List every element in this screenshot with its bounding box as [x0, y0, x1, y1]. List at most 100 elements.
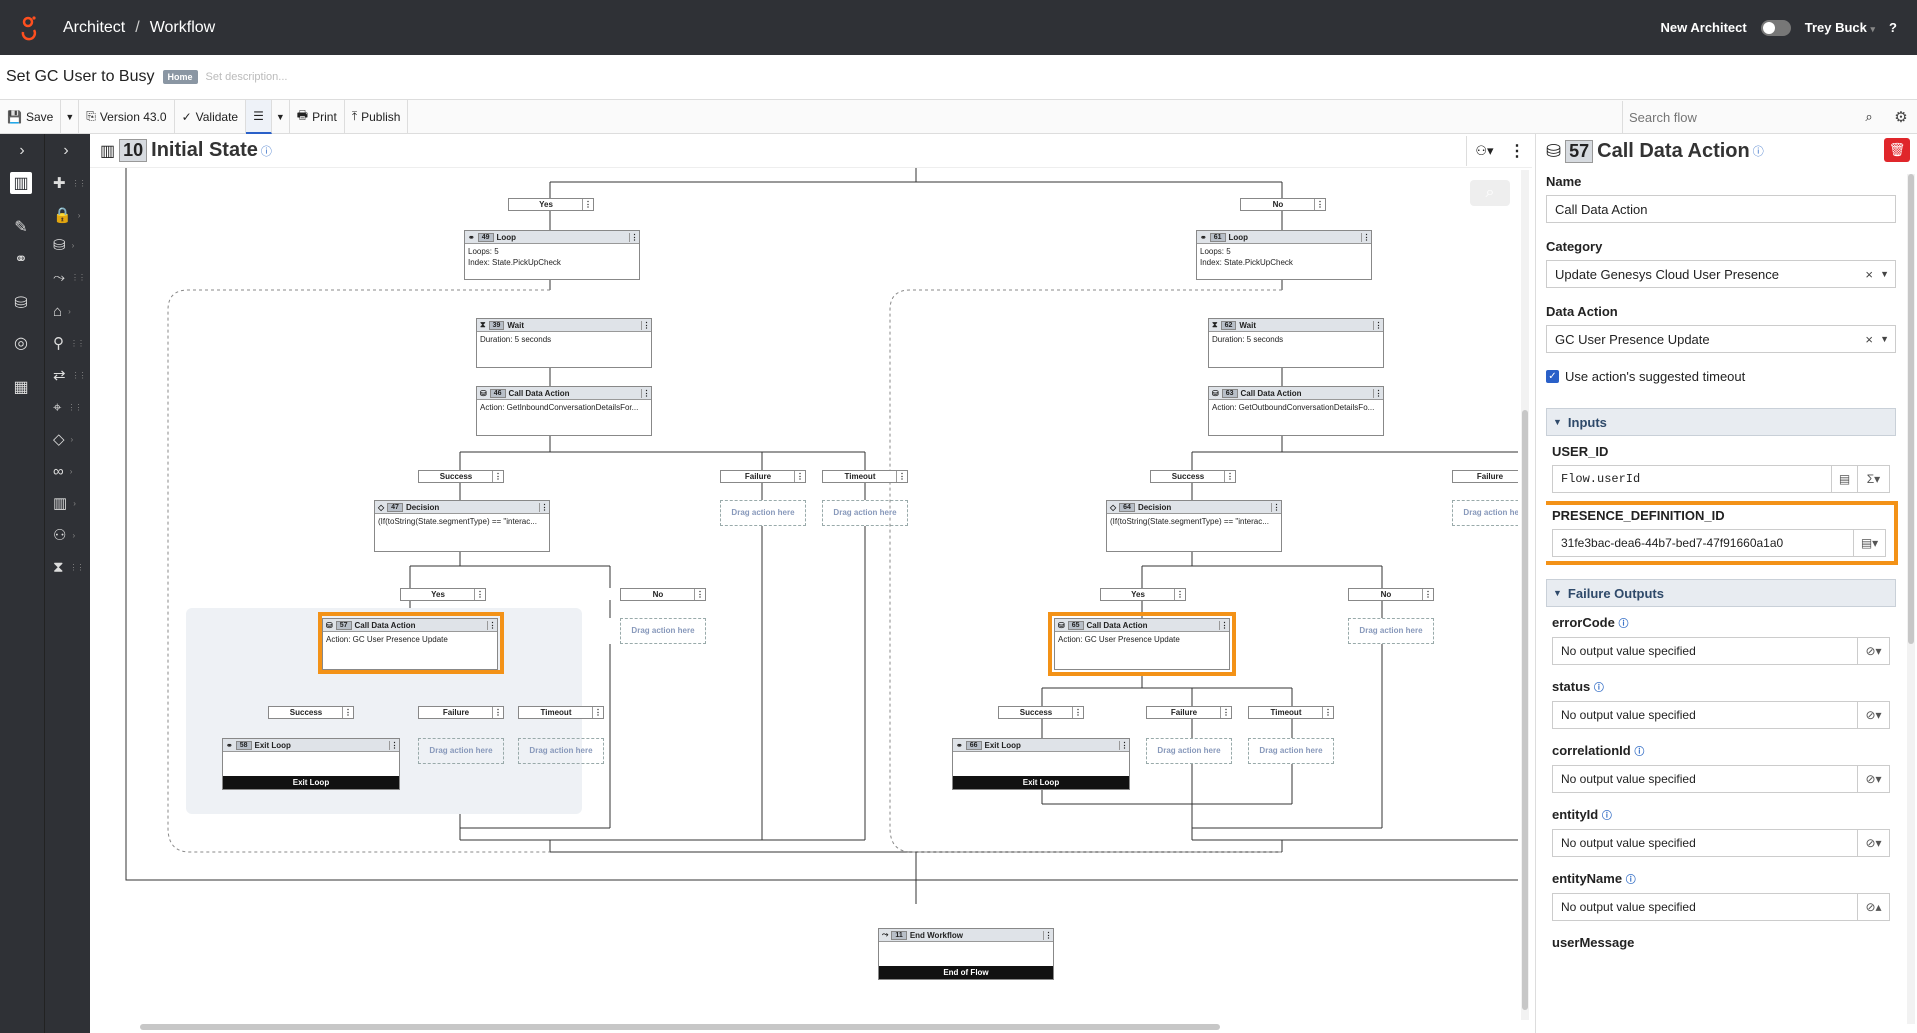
- breadcrumb-architect[interactable]: Architect: [63, 18, 126, 36]
- suggested-timeout-checkbox[interactable]: ✓Use action's suggested timeout: [1546, 369, 1902, 384]
- info-icon[interactable]: ⓘ: [1601, 811, 1612, 822]
- user-id-input[interactable]: Flow.userId▤Σ▾: [1552, 465, 1890, 493]
- drag-action-here[interactable]: Drag action here: [1452, 500, 1518, 526]
- help-icon[interactable]: ?: [1889, 20, 1897, 35]
- drag-action-here[interactable]: Drag action here: [1348, 618, 1434, 644]
- search-icon[interactable]: ⌕: [1865, 109, 1873, 124]
- output-field[interactable]: No output value specified⊘▴: [1552, 893, 1890, 921]
- failure-label[interactable]: Failure: [1146, 706, 1232, 719]
- failure-label[interactable]: Failure: [418, 706, 504, 719]
- no-label[interactable]: No: [1348, 588, 1434, 601]
- success-label[interactable]: Success: [418, 470, 504, 483]
- tool-jump-icon[interactable]: ⌂›: [53, 302, 71, 320]
- kebab-icon[interactable]: ⋮: [487, 620, 497, 630]
- chevron-down-icon[interactable]: ▼: [1880, 269, 1889, 279]
- canvas-horizontal-scrollbar[interactable]: [140, 1024, 1220, 1030]
- help-icon[interactable]: ⓘ: [260, 145, 272, 158]
- info-icon[interactable]: ⓘ: [1593, 683, 1604, 694]
- yes-label[interactable]: Yes: [1100, 588, 1186, 601]
- chevron-down-icon[interactable]: ▼: [1880, 334, 1889, 344]
- info-icon[interactable]: ⓘ: [1634, 747, 1645, 758]
- genesys-logo-icon[interactable]: [15, 14, 43, 42]
- view-dropdown-button[interactable]: ▼: [272, 99, 290, 134]
- lifebuoy-icon[interactable]: ◎: [14, 335, 28, 352]
- kebab-icon[interactable]: ⋮: [389, 740, 399, 750]
- no-value-icon[interactable]: ⊘▾: [1857, 702, 1889, 728]
- version-button[interactable]: ⎘Version 43.0: [79, 99, 175, 134]
- no-label[interactable]: No: [1240, 198, 1326, 211]
- kebab-icon[interactable]: ⋮: [629, 232, 639, 242]
- tool-location-icon[interactable]: ⌖⋮⋮: [53, 398, 82, 416]
- kebab-icon[interactable]: ⋮: [1373, 320, 1383, 330]
- category-select[interactable]: Update Genesys Cloud User Presence×▼: [1546, 260, 1896, 288]
- info-icon[interactable]: ⓘ: [1618, 619, 1629, 630]
- state-icon[interactable]: ▥: [10, 172, 32, 194]
- success-label[interactable]: Success: [268, 706, 354, 719]
- print-button[interactable]: 🖶Print: [290, 99, 345, 134]
- building-icon[interactable]: ▦: [13, 379, 29, 396]
- kebab-icon[interactable]: ⋮: [641, 320, 651, 330]
- info-icon[interactable]: ⓘ: [1625, 875, 1636, 886]
- clear-icon[interactable]: ×: [1865, 331, 1873, 347]
- database-icon[interactable]: ⛁: [14, 295, 28, 312]
- more-options-icon[interactable]: ⋮: [1509, 142, 1525, 160]
- kebab-icon[interactable]: ⋮: [1361, 232, 1371, 242]
- tool-hierarchy-icon[interactable]: ⚇›: [53, 527, 75, 544]
- literal-value-icon[interactable]: ▤▾: [1853, 530, 1885, 556]
- no-value-icon[interactable]: ⊘▴: [1857, 894, 1889, 920]
- scroll-thumb[interactable]: [1908, 174, 1914, 644]
- tool-loop-icon[interactable]: ∞›: [53, 462, 72, 480]
- output-field[interactable]: No output value specified⊘▾: [1552, 765, 1890, 793]
- tool-task-icon[interactable]: ✚⋮⋮: [53, 175, 87, 192]
- drag-action-here[interactable]: Drag action here: [1248, 738, 1334, 764]
- inputs-section-header[interactable]: ▼Inputs: [1546, 408, 1896, 436]
- publish-button[interactable]: ⤒Publish: [345, 99, 409, 134]
- tool-state-icon[interactable]: ▥›: [53, 495, 76, 512]
- kebab-icon[interactable]: ⋮: [1043, 930, 1053, 940]
- kebab-icon[interactable]: ⋮: [1373, 388, 1383, 398]
- kebab-icon[interactable]: ⋮: [1219, 620, 1229, 630]
- timeout-label[interactable]: Timeout: [518, 706, 604, 719]
- expand-icon[interactable]: ›: [19, 142, 25, 159]
- set-description-link[interactable]: Set description...: [205, 71, 288, 83]
- new-architect-toggle[interactable]: [1760, 19, 1791, 36]
- search-input[interactable]: [1629, 109, 1856, 125]
- no-value-icon[interactable]: ⊘▾: [1857, 766, 1889, 792]
- scroll-thumb[interactable]: [1522, 410, 1528, 1010]
- output-field[interactable]: No output value specified⊘▾: [1552, 637, 1890, 665]
- success-label[interactable]: Success: [1150, 470, 1236, 483]
- no-value-icon[interactable]: ⊘▾: [1857, 638, 1889, 664]
- data-action-select[interactable]: GC User Presence Update×▼: [1546, 325, 1896, 353]
- failure-outputs-section-header[interactable]: ▼Failure Outputs: [1546, 579, 1896, 607]
- drag-action-here[interactable]: Drag action here: [620, 618, 706, 644]
- checkbox-checked-icon[interactable]: ✓: [1546, 370, 1559, 383]
- expand-toolbox-icon[interactable]: ›: [63, 142, 69, 159]
- drag-action-here[interactable]: Drag action here: [418, 738, 504, 764]
- tool-path-icon[interactable]: ⤳⋮⋮: [53, 268, 86, 286]
- list-view-button[interactable]: ☰: [246, 99, 272, 134]
- name-field[interactable]: Call Data Action: [1546, 195, 1896, 223]
- yes-label[interactable]: Yes: [400, 588, 486, 601]
- yes-label[interactable]: Yes: [508, 198, 594, 211]
- save-dropdown-button[interactable]: ▼: [61, 99, 80, 134]
- output-field[interactable]: No output value specified⊘▾: [1552, 701, 1890, 729]
- success-label[interactable]: Success: [998, 706, 1084, 719]
- zoom-search-icon[interactable]: ⌕: [1470, 180, 1510, 206]
- kebab-icon[interactable]: ⋮: [1271, 502, 1281, 512]
- save-button[interactable]: 💾Save: [0, 99, 62, 134]
- layout-icon[interactable]: ⚇▾: [1466, 135, 1502, 166]
- kebab-icon[interactable]: ⋮: [1119, 740, 1129, 750]
- drag-action-here[interactable]: Drag action here: [1146, 738, 1232, 764]
- drag-action-here[interactable]: Drag action here: [720, 500, 806, 526]
- failure-label[interactable]: Failure: [1452, 470, 1518, 483]
- no-value-icon[interactable]: ⊘▾: [1857, 830, 1889, 856]
